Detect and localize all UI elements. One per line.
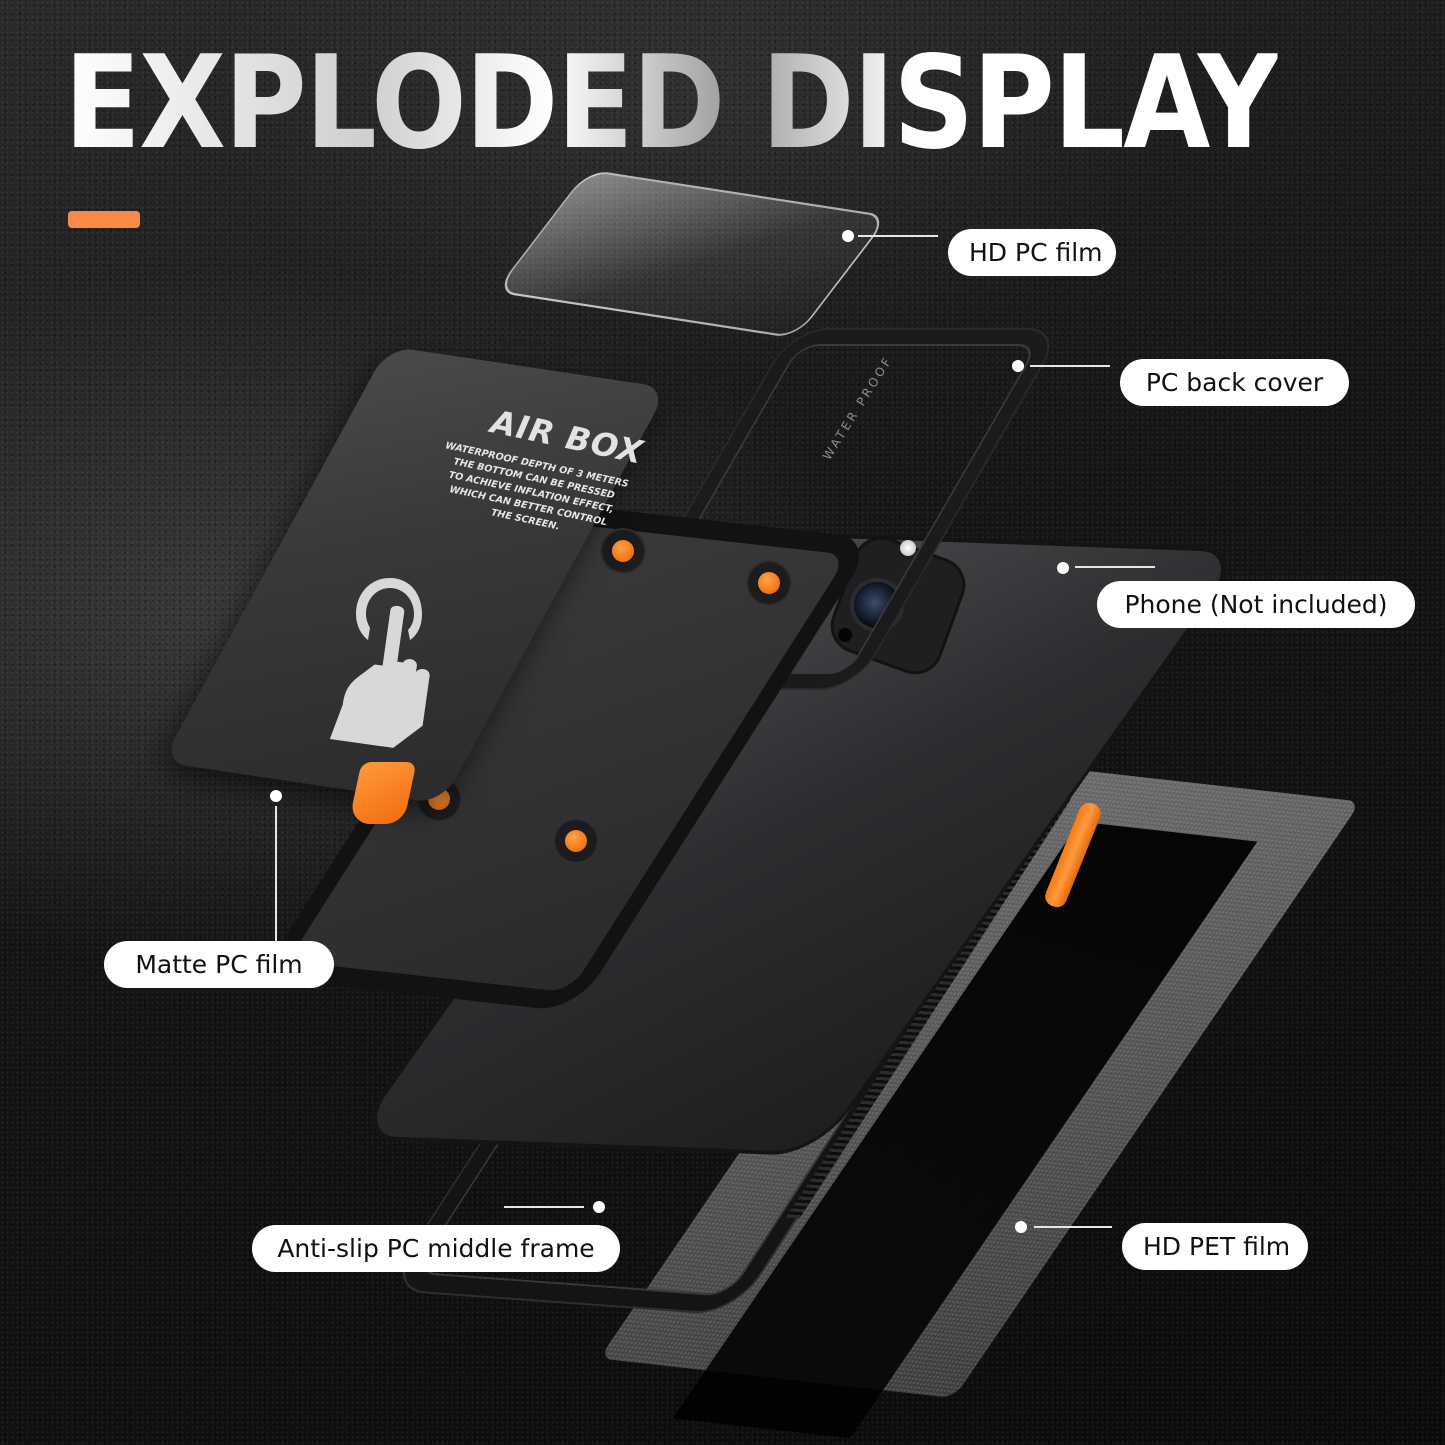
accent-bar xyxy=(68,211,140,228)
page-title: EXPLODED DISPLAY xyxy=(64,29,1279,178)
callout-hd-pet-film: HD PET film xyxy=(1122,1223,1308,1270)
callout-line xyxy=(1075,566,1155,568)
callout-phone-not-included: Phone (Not included) xyxy=(1097,581,1415,628)
flash-icon xyxy=(900,540,916,556)
camera-lens-icon xyxy=(850,578,904,632)
callout-hd-pc-film: HD PC film xyxy=(948,229,1116,276)
callout-dot xyxy=(1015,1221,1027,1233)
callout-line xyxy=(1034,1226,1112,1228)
callout-line xyxy=(858,235,938,237)
hand-tap-icon xyxy=(330,578,430,748)
callout-dot xyxy=(593,1201,605,1213)
hd-pc-film-layer xyxy=(494,169,890,339)
callout-line xyxy=(1030,365,1110,367)
callout-dot xyxy=(842,230,854,242)
microphone-hole xyxy=(838,628,852,642)
callout-dot xyxy=(1057,562,1069,574)
callout-line xyxy=(275,806,277,941)
callout-line xyxy=(504,1206,584,1208)
orange-peg xyxy=(565,830,587,852)
callout-anti-slip-middle-frame: Anti-slip PC middle frame xyxy=(252,1225,620,1272)
orange-peg xyxy=(758,572,780,594)
callout-pc-back-cover: PC back cover xyxy=(1120,359,1349,406)
callout-dot xyxy=(1012,360,1024,372)
orange-peg xyxy=(612,540,634,562)
callout-dot xyxy=(270,790,282,802)
callout-matte-pc-film: Matte PC film xyxy=(104,941,334,988)
